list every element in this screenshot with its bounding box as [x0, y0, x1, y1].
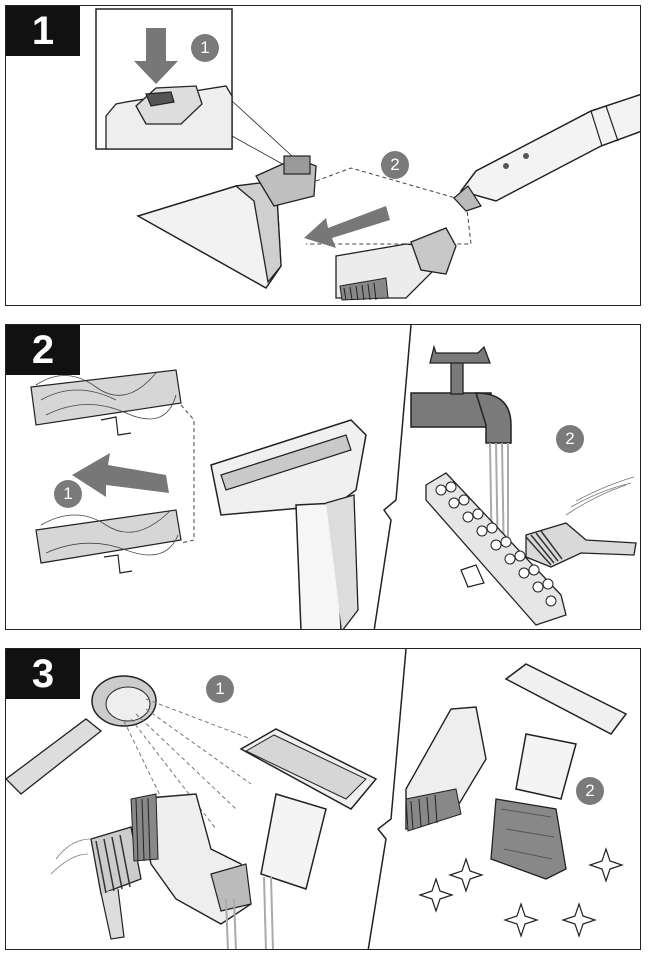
step-number-badge: 2 [6, 325, 80, 375]
cleaning-brush-icon [525, 476, 637, 568]
cleaning-brush-icon [50, 826, 142, 940]
brush-head-tool [130, 793, 252, 925]
panel-divider [367, 649, 407, 949]
panel-step-3: 3 1 2 [5, 648, 641, 950]
sub-step-badge: 2 [381, 151, 409, 179]
connection-guide-line [180, 404, 195, 544]
brush-strip-hairy [35, 509, 182, 574]
slide-arrow-icon [72, 453, 169, 497]
wide-nozzle-tool [239, 728, 378, 890]
brush-head-tool [335, 227, 457, 301]
brush-strip-hairy [30, 369, 182, 436]
slide-arrow-icon [304, 206, 390, 248]
sub-step-badge: 2 [556, 425, 584, 453]
panel-3-illustration [6, 649, 628, 949]
wide-nozzle-tool [210, 419, 367, 629]
shower-head-icon [6, 675, 157, 795]
water-stream-icon [489, 442, 509, 566]
press-arrow-icon [134, 28, 178, 84]
brush-strip-clean [425, 472, 567, 626]
wide-nozzle-tool [136, 155, 317, 289]
wide-nozzle-tool [504, 663, 628, 800]
brush-head-tool [405, 706, 487, 832]
sub-step-badge: 1 [191, 34, 219, 62]
spray-lines [123, 698, 252, 850]
water-stream-icon [225, 876, 274, 949]
sub-step-badge: 2 [576, 777, 604, 805]
step-number-badge: 3 [6, 649, 80, 699]
panel-divider [373, 325, 412, 629]
panel-1-illustration [95, 8, 640, 301]
sub-step-badge: 1 [54, 480, 82, 508]
sparkle-icon [418, 847, 624, 938]
button-detail-inset [95, 8, 293, 167]
panel-2-illustration [30, 325, 637, 629]
panel-step-2: 2 1 2 [5, 324, 641, 630]
sub-step-badge: 1 [206, 675, 234, 703]
step-number-badge: 1 [6, 6, 80, 56]
panel-step-1: 1 1 2 [5, 5, 641, 306]
hose-wand [453, 93, 640, 212]
faucet-icon [410, 344, 512, 444]
cloth-icon [490, 798, 567, 880]
